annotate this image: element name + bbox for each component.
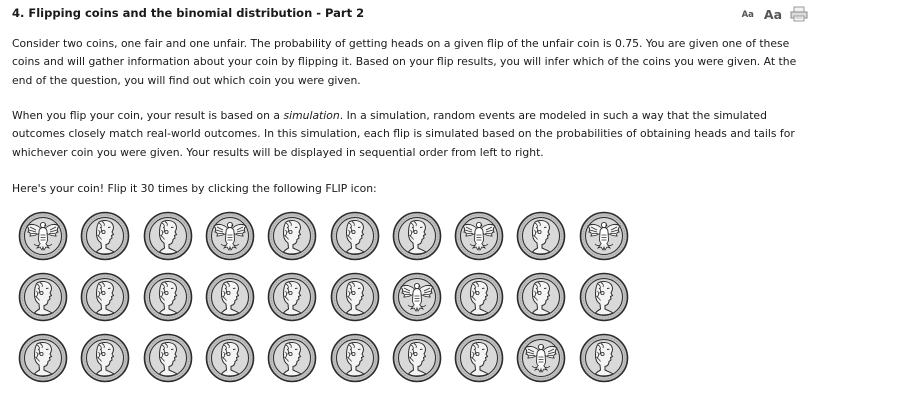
coin-heads	[267, 272, 317, 322]
coin-heads	[392, 211, 442, 261]
coin-heads	[80, 333, 130, 383]
coin-heads	[454, 272, 504, 322]
coin-heads	[80, 211, 130, 261]
intro-paragraph: Consider two coins, one fair and one unf…	[12, 37, 797, 87]
simulation-term: simulation	[283, 109, 340, 122]
coin-heads	[18, 272, 68, 322]
question-header: 4. Flipping coins and the binomial distr…	[12, 5, 892, 23]
coin-heads	[579, 272, 629, 322]
coin-heads	[516, 272, 566, 322]
coin-tails	[392, 272, 442, 322]
coin-heads	[516, 211, 566, 261]
coin-heads	[80, 272, 130, 322]
coin-heads	[330, 272, 380, 322]
coin-tails	[579, 211, 629, 261]
coin-heads	[579, 333, 629, 383]
coin-tails	[18, 211, 68, 261]
coin-heads	[143, 272, 193, 322]
coin-tails	[454, 211, 504, 261]
coin-heads	[205, 272, 255, 322]
coin-heads	[267, 211, 317, 261]
simulation-text-before: When you flip your coin, your result is …	[12, 109, 284, 122]
coin-heads	[454, 333, 504, 383]
coin-heads	[143, 333, 193, 383]
coin-heads	[143, 211, 193, 261]
coin-heads	[205, 333, 255, 383]
coin-tails	[516, 333, 566, 383]
coin-heads	[267, 333, 317, 383]
coin-heads	[330, 211, 380, 261]
flip-instruction: Here's your coin! Flip it 30 times by cl…	[12, 182, 377, 195]
simulation-paragraph: When you flip your coin, your result is …	[12, 107, 812, 162]
coin-heads	[392, 333, 442, 383]
printer-icon[interactable]	[790, 6, 808, 22]
header-tools: Aa Aa	[742, 5, 808, 23]
coin-heads	[18, 333, 68, 383]
simulation-text-after: . In a simulation, random events are mod…	[12, 109, 795, 159]
coin-heads	[330, 333, 380, 383]
question-title: 4. Flipping coins and the binomial distr…	[12, 6, 365, 20]
increase-font-button[interactable]: Aa	[763, 6, 782, 22]
decrease-font-button[interactable]: Aa	[741, 10, 754, 20]
coin-tails	[205, 211, 255, 261]
